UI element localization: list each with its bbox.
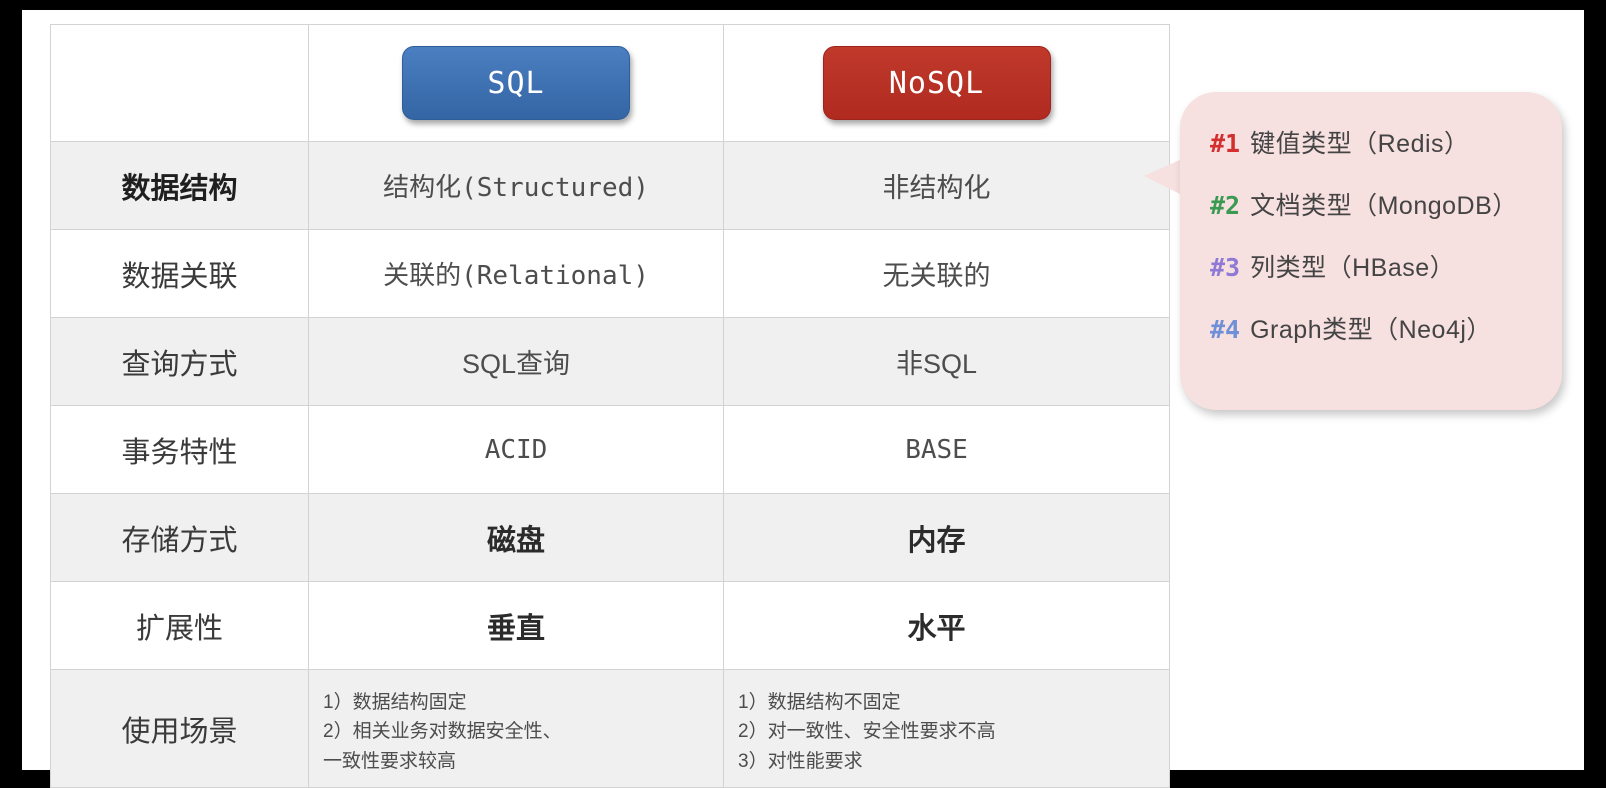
row-sql-value: ACID <box>484 434 548 465</box>
callout-item-number: #3 <box>1210 253 1241 282</box>
row-nosql-cell: 无关联的 <box>724 230 1149 317</box>
row-sql-value: 关联的(Relational) <box>383 261 649 291</box>
list-item: 一致性要求较高 <box>323 750 457 772</box>
header-sql-cell: SQL <box>309 25 724 141</box>
sql-badge-label: SQL <box>487 65 545 101</box>
row-sql-value: 磁盘 <box>486 524 545 557</box>
nosql-types-callout: #1 键值类型（Redis） #2 文档类型（MongoDB） #3 列类型（H… <box>1180 92 1562 410</box>
row-sql-cell: ACID <box>309 406 724 493</box>
row-label-cell: 扩展性 <box>51 582 309 669</box>
callout-item-number: #1 <box>1210 129 1241 158</box>
nosql-scenario-list: 1）数据结构不固定 2）对一致性、安全性要求不高 3）对性能要求 <box>738 688 996 776</box>
slide-canvas: SQL NoSQL 数据结构 结构化(Structured) <box>22 10 1584 788</box>
row-label-cell: 查询方式 <box>51 318 309 405</box>
callout-item-label: 列类型（HBase） <box>1250 254 1456 282</box>
row-nosql-cell: 内存 <box>724 494 1149 581</box>
callout-tail-icon <box>1144 158 1184 196</box>
table-row: 数据关联 关联的(Relational) 无关联的 <box>51 230 1169 318</box>
row-sql-cell: 磁盘 <box>309 494 724 581</box>
callout-item-label: 文档类型（MongoDB） <box>1250 192 1518 220</box>
row-label-cell: 事务特性 <box>51 406 309 493</box>
row-label: 数据结构 <box>121 172 238 205</box>
table-row: 存储方式 磁盘 内存 <box>51 494 1169 582</box>
callout-item-label: 键值类型（Redis） <box>1250 130 1470 158</box>
row-label-cell: 存储方式 <box>51 494 309 581</box>
list-item: 3）对性能要求 <box>738 750 863 772</box>
row-nosql-cell: 非SQL <box>724 318 1149 405</box>
row-nosql-value: 非SQL <box>895 349 978 379</box>
list-item: 2）相关业务对数据安全性、 <box>323 721 562 743</box>
row-nosql-value: 内存 <box>907 524 966 557</box>
header-corner-cell <box>51 25 309 141</box>
row-sql-value: 结构化(Structured) <box>383 173 649 203</box>
nosql-badge-label: NoSQL <box>888 65 985 101</box>
row-label: 事务特性 <box>121 436 238 469</box>
list-item: 2）对一致性、安全性要求不高 <box>738 721 996 743</box>
callout-item-number: #2 <box>1210 191 1241 220</box>
row-sql-cell: 结构化(Structured) <box>309 142 724 229</box>
row-nosql-cell: 非结构化 <box>724 142 1149 229</box>
table-row-usage-scenarios: 使用场景 1）数据结构固定 2）相关业务对数据安全性、 一致性要求较高 1）数据… <box>51 670 1169 787</box>
list-item: #3 列类型（HBase） <box>1210 248 1562 284</box>
callout-content: #1 键值类型（Redis） #2 文档类型（MongoDB） #3 列类型（H… <box>1180 92 1562 410</box>
table-row: 数据结构 结构化(Structured) 非结构化 <box>51 142 1169 230</box>
table-row: 扩展性 垂直 水平 <box>51 582 1169 670</box>
sql-scenario-list: 1）数据结构固定 2）相关业务对数据安全性、 一致性要求较高 <box>323 688 562 776</box>
table-header-row: SQL NoSQL <box>51 25 1169 142</box>
sql-nosql-comparison-table: SQL NoSQL 数据结构 结构化(Structured) <box>50 24 1170 788</box>
row-nosql-cell: BASE <box>724 406 1149 493</box>
row-nosql-cell: 水平 <box>724 582 1149 669</box>
row-label: 存储方式 <box>121 524 238 557</box>
row-sql-value: 垂直 <box>486 612 545 645</box>
row-nosql-value: 水平 <box>907 612 966 645</box>
header-nosql-cell: NoSQL <box>724 25 1149 141</box>
list-item: #1 键值类型（Redis） <box>1210 124 1562 160</box>
nosql-badge: NoSQL <box>822 46 1051 120</box>
list-item: #2 文档类型（MongoDB） <box>1210 186 1562 222</box>
list-item: 1）数据结构不固定 <box>738 692 901 713</box>
sql-badge: SQL <box>402 46 630 120</box>
table-row: 查询方式 SQL查询 非SQL <box>51 318 1169 406</box>
row-sql-value: SQL查询 <box>461 349 571 379</box>
callout-item-label: Graph类型（Neo4j） <box>1250 316 1492 344</box>
row-nosql-cell: 1）数据结构不固定 2）对一致性、安全性要求不高 3）对性能要求 <box>724 670 1149 787</box>
list-item: #4 Graph类型（Neo4j） <box>1210 310 1562 346</box>
row-nosql-value: 无关联的 <box>882 261 991 291</box>
table-row: 事务特性 ACID BASE <box>51 406 1169 494</box>
row-nosql-value: 非结构化 <box>882 173 991 203</box>
row-sql-cell: 关联的(Relational) <box>309 230 724 317</box>
row-label-cell: 数据关联 <box>51 230 309 317</box>
row-sql-cell: SQL查询 <box>309 318 724 405</box>
row-label-cell: 数据结构 <box>51 142 309 229</box>
row-nosql-value: BASE <box>905 434 968 465</box>
row-label: 扩展性 <box>135 612 223 645</box>
list-item: 1）数据结构固定 <box>323 692 467 713</box>
row-label: 数据关联 <box>121 260 238 293</box>
row-label-cell: 使用场景 <box>51 670 309 787</box>
callout-item-number: #4 <box>1210 315 1241 344</box>
row-sql-cell: 垂直 <box>309 582 724 669</box>
row-label: 使用场景 <box>121 715 238 748</box>
row-label: 查询方式 <box>121 348 238 381</box>
row-sql-cell: 1）数据结构固定 2）相关业务对数据安全性、 一致性要求较高 <box>309 670 724 787</box>
